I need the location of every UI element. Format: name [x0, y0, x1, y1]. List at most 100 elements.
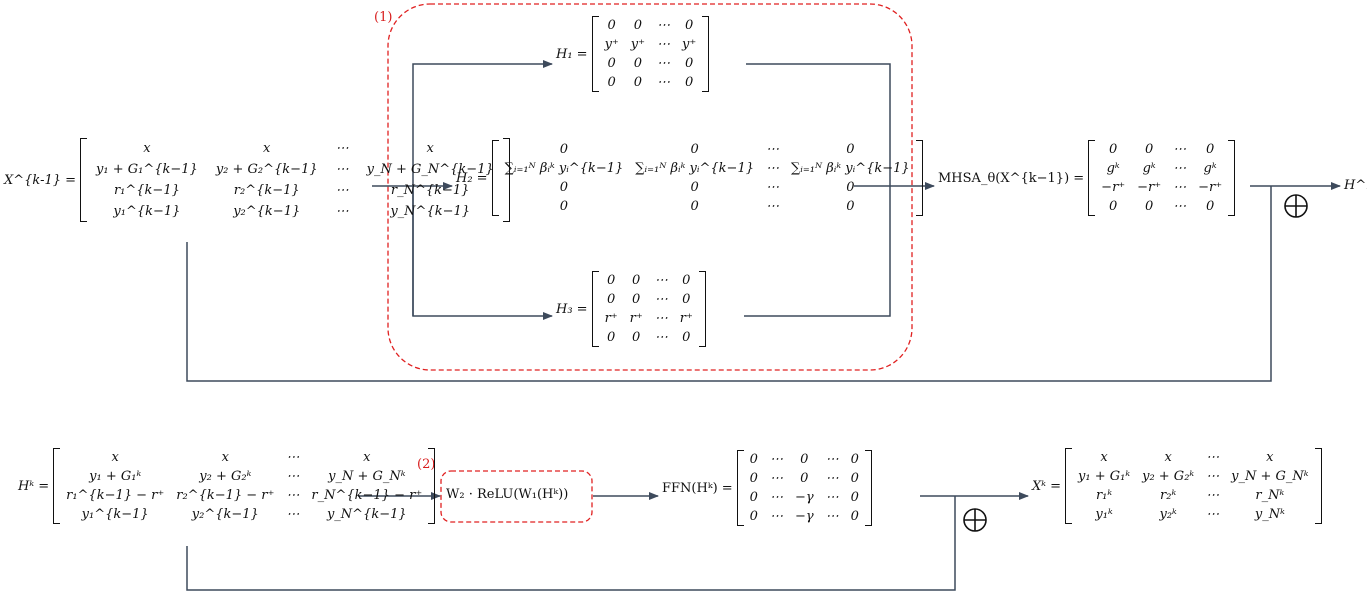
matrix-cell: 0 [684, 56, 694, 71]
matrix-row: 0⋯0⋯0 [744, 469, 865, 488]
matrix-cell: 0 [850, 471, 859, 486]
matrix-cell: y₁ᵏ [1095, 507, 1113, 522]
block2-label: (2) [417, 457, 436, 472]
matrix-cell: y_N + G_Nᵏ [328, 469, 406, 484]
matrix-cell: gᵏ [1203, 161, 1217, 176]
matrix-cell: ⋯ [654, 292, 668, 307]
matrix-lhs: Hᵏ = [18, 478, 50, 494]
matrix-cell: 0 [846, 180, 855, 195]
matrix-cells: 0 0 ⋯ 0 ∑ᵢ₌₁ᴺ βᵢᵏ yᵢ^{k−1}∑ᵢ₌₁ᴺ βᵢᵏ yᵢ^{k−1}… [499, 140, 916, 216]
matrix-cell: 0 [559, 180, 569, 195]
matrix-lhs: X^{k-1} = [4, 172, 77, 188]
matrix-cell: r₁ᵏ [1095, 488, 1113, 503]
matrix-cell: ⋯ [335, 162, 349, 177]
matrix-cell: r_N^{k−1} − r⁺ [311, 488, 423, 503]
matrix-cell: y⁺ [604, 37, 619, 52]
matrix-cell: 0 [846, 199, 855, 214]
matrix-cell: r_N^{k−1} [390, 183, 470, 198]
matrix-cell: 0 [1205, 142, 1215, 157]
matrix-cell: 0 [632, 273, 641, 288]
matrix-lhs: Xᵏ = [1032, 478, 1062, 494]
matrix-cell: 0 [1109, 142, 1118, 157]
matrix-cell: 0 [606, 330, 616, 345]
matrix-cell: y₁^{k−1} [81, 507, 149, 522]
matrix-cell: y₂^{k−1} [191, 507, 259, 522]
matrix-cell: y_Nᵏ [1254, 507, 1285, 522]
matrix-cell: ⋯ [1206, 488, 1220, 503]
matrix-cell: x [363, 450, 371, 465]
matrix-cell: y₁^{k−1} [113, 204, 181, 219]
matrix-cell: ⋯ [1173, 180, 1187, 195]
matrix-cell: 0 [682, 273, 691, 288]
matrix-row: y₁^{k−1}y₂^{k−1}⋯y_N^{k−1} [60, 505, 428, 524]
matrix-cell: ⋯ [335, 204, 349, 219]
matrix-cell: ⋯ [657, 75, 671, 90]
matrix-cell: y₁ + G₁ᵏ [1078, 469, 1131, 484]
matrix-cell: y_N + G_N^{k−1} [366, 162, 494, 177]
matrix-cell: ∑ᵢ₌₁ᴺ βᵢᵏ yᵢ^{k−1} [790, 161, 910, 176]
matrix-cell: 0 [682, 330, 691, 345]
matrix-cell: x [1266, 450, 1274, 465]
matrix-cell: ⋯ [769, 509, 783, 524]
matrix-row: 0⋯−γ⋯0 [744, 488, 865, 507]
matrix-cell: ⋯ [286, 507, 300, 522]
matrix-cell: ⋯ [654, 330, 668, 345]
matrix-cell: ⋯ [825, 471, 839, 486]
matrix-cell: ⋯ [657, 56, 671, 71]
matrix-cell: 0 [800, 471, 809, 486]
matrix-cell: ⋯ [657, 37, 671, 52]
matrix-cell: 0 [690, 142, 699, 157]
matrix-cell: 0 [846, 142, 855, 157]
matrix-cell: 0 [749, 509, 758, 524]
wire-h1-merge [744, 63, 891, 317]
matrix-cell: 0 [607, 75, 616, 90]
matrix-row: r₁^{k−1}r₂^{k−1}⋯r_N^{k−1} [87, 180, 503, 201]
matrix-row: ∑ᵢ₌₁ᴺ βᵢᵏ yᵢ^{k−1}∑ᵢ₌₁ᴺ βᵢᵏ yᵢ^{k−1}⋯∑ᵢ₌… [499, 159, 916, 178]
matrix-cell: x [1164, 450, 1172, 465]
matrix-row: −r⁺−r⁺⋯−r⁺ [1095, 178, 1228, 197]
matrix-cell: y⁺ [630, 37, 646, 52]
wire-residual-bottom [186, 496, 956, 591]
matrix-cell: ⋯ [825, 452, 839, 467]
matrix-cell: ⋯ [1173, 161, 1187, 176]
matrix-cell: 0 [633, 56, 643, 71]
matrix-row: r₁^{k−1} − r⁺r₂^{k−1} − r⁺⋯r_N^{k−1} − r… [60, 486, 428, 505]
hk-output-label: H^k [1344, 178, 1367, 193]
matrix-cell: ⋯ [765, 180, 779, 195]
matrix-cell: ⋯ [1173, 142, 1187, 157]
matrix-cell: x [1100, 450, 1108, 465]
matrix-cell: y₁ + G₁^{k−1} [96, 162, 198, 177]
matrix-cell: r₁^{k−1} [113, 183, 180, 198]
matrix-cell: x [221, 450, 229, 465]
matrix-cell: 0 [682, 292, 691, 307]
matrix-cell: gᵏ [1106, 161, 1120, 176]
matrix-cell: 0 [1109, 199, 1118, 214]
block2-dashed-box [440, 470, 593, 523]
matrix-cell: r⁺ [679, 311, 693, 326]
matrix-lhs: H₁ = [556, 46, 588, 62]
matrix-cell: −γ [794, 490, 814, 505]
wire-residual-top [186, 186, 1272, 382]
matrix-cell: ⋯ [654, 273, 668, 288]
matrix-cell: 0 [606, 292, 616, 307]
